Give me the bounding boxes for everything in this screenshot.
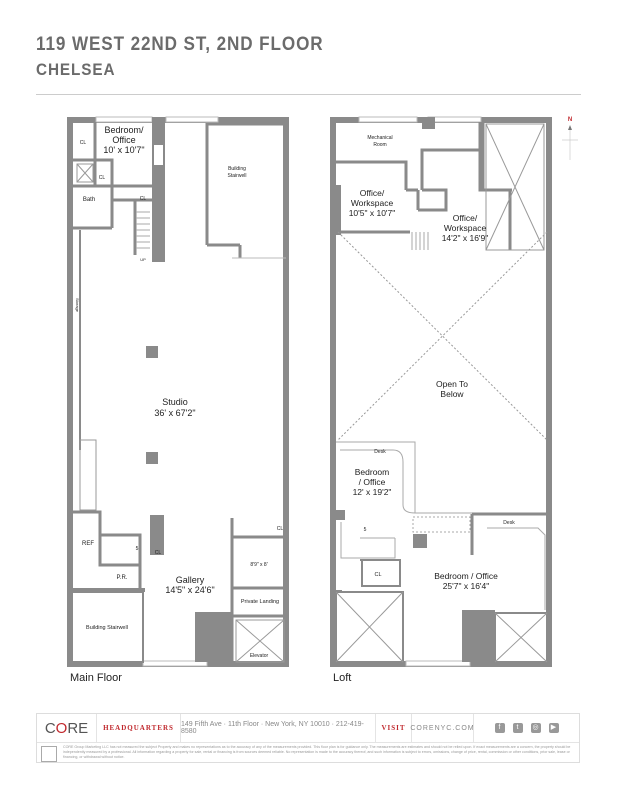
room-label: Elevator	[250, 653, 269, 659]
room-label: Studio	[162, 397, 188, 407]
closet-label: CL	[80, 140, 87, 146]
room-label: Office/	[360, 188, 385, 198]
youtube-icon[interactable]: ▶	[548, 723, 559, 733]
main-floor-plan	[67, 116, 289, 667]
room-label: Bedroom	[355, 467, 390, 477]
social-links: f t ◎ ▶	[474, 714, 579, 742]
visit-label: VISIT	[376, 714, 412, 742]
room-label: Building Stairwell	[86, 625, 128, 631]
main-floor-label: Main Floor	[70, 672, 122, 684]
room-label: Gallery	[176, 575, 205, 585]
room-label: Office/	[453, 213, 478, 223]
room-dimensions: 14'5" x 24'6"	[165, 585, 214, 595]
room-label: Mechanical	[367, 135, 392, 141]
room-label: Stairwell	[228, 173, 247, 179]
desk-label: Desk	[503, 520, 515, 526]
room-dimensions: 12' x 19'2"	[353, 487, 392, 497]
equal-housing-icon	[41, 746, 57, 762]
closet-label: CL	[155, 550, 162, 556]
room-label: / Office	[359, 477, 386, 487]
closet-label: CL	[140, 196, 147, 202]
website-link[interactable]: CORENYC.COM	[410, 714, 474, 742]
hq-label: HEADQUARTERS	[97, 714, 181, 742]
twitter-icon[interactable]: t	[512, 723, 523, 733]
loft-label: Loft	[333, 672, 352, 684]
room-label: Office	[112, 135, 135, 145]
north-label: N	[568, 117, 572, 123]
closet-label: CL	[374, 572, 381, 578]
neighborhood: CHELSEA	[36, 60, 116, 79]
storage-label: Storage	[75, 298, 80, 313]
loft-plan	[330, 116, 552, 667]
room-label: Room	[373, 142, 386, 148]
room-dimensions: 10' x 10'7"	[103, 145, 144, 155]
instagram-icon[interactable]: ◎	[530, 723, 541, 733]
room-dimensions: 8'9" x 8'	[250, 562, 267, 568]
room-label: Workspace	[444, 223, 487, 233]
north-arrow-icon: N	[562, 117, 578, 160]
page-title: 119 WEST 22ND ST, 2ND FLOOR	[36, 34, 324, 55]
room-label: Bedroom/	[104, 125, 144, 135]
room-label: Workspace	[351, 198, 394, 208]
stair-label: 5	[136, 546, 139, 552]
ref-label: REF	[82, 541, 94, 547]
loft-labels: Mechanical Room Office/ Workspace 10'5" …	[349, 135, 516, 591]
room-dimensions: 14'2" x 16'9"	[442, 233, 489, 243]
hq-address: 149 Fifth Ave · 11th Floor · New York, N…	[181, 714, 376, 742]
room-label: Open To	[436, 379, 468, 389]
room-label: P.R.	[117, 575, 128, 581]
desk-label: Desk	[374, 449, 386, 455]
closet-label: CL	[99, 175, 106, 181]
disclaimer: CORE Group Marketing LLC has not measure…	[63, 745, 571, 759]
room-dimensions: 36' x 67'2"	[154, 408, 195, 418]
room-label: Private Landing	[241, 599, 279, 605]
room-dimensions: 10'5" x 10'7"	[349, 208, 396, 218]
room-label: Bedroom / Office	[434, 571, 498, 581]
room-dimensions: 25'7" x 16'4"	[443, 581, 490, 591]
closet-label: CL	[277, 526, 284, 532]
stair-label: 5	[364, 527, 367, 533]
facebook-icon[interactable]: f	[494, 723, 505, 733]
divider	[36, 94, 581, 95]
main-floor-labels: Bedroom/ Office 10' x 10'7" CL CL CL Bat…	[75, 125, 283, 659]
stair-label: UP	[140, 257, 146, 262]
room-label: Bath	[83, 197, 95, 203]
room-label: Below	[440, 389, 464, 399]
room-label: Building	[228, 166, 246, 172]
